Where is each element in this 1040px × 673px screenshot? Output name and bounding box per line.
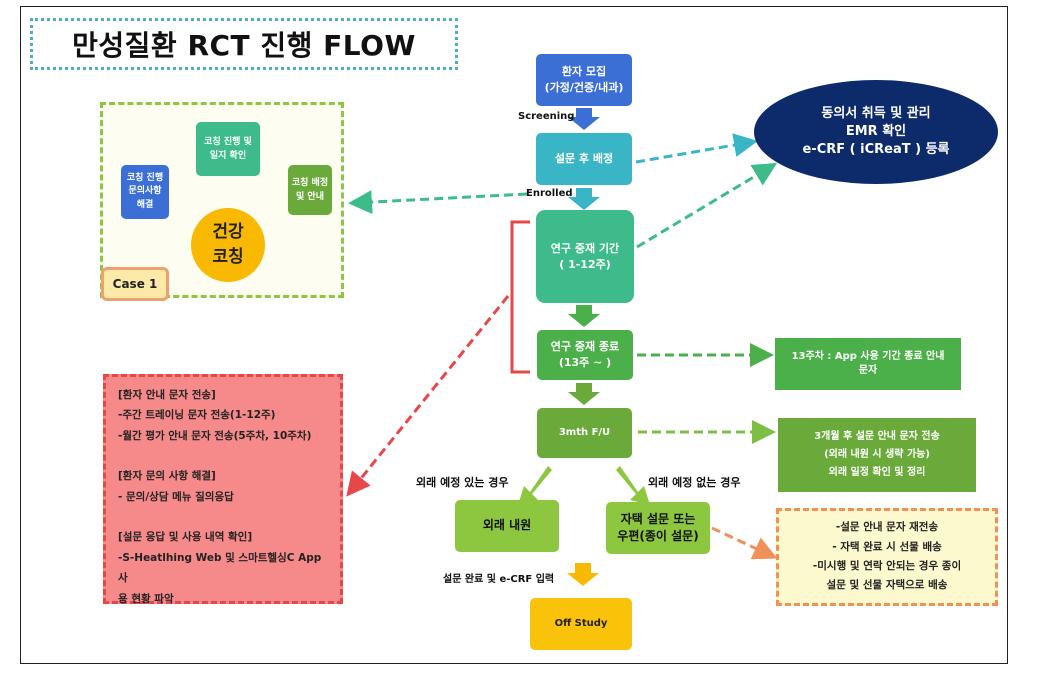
node-intervention: 연구 중재 기간 ( 1-12주)	[536, 210, 634, 303]
support-line: - 문의/상담 메뉴 질의응답	[118, 490, 234, 503]
complete-label: 설문 완료 및 e-CRF 입력	[443, 574, 555, 585]
consent-ellipse: 동의서 취득 및 관리 EMR 확인 e-CRF ( iCReaT ) 등록	[754, 80, 998, 184]
branch-no-label: 외래 예정 없는 경우	[648, 476, 741, 489]
support-line: -월간 평가 안내 문자 전송(5주차, 10주차)	[118, 429, 312, 442]
followup-notice-box: 3개월 후 설문 안내 문자 전송 (외래 내원 시 생략 가능) 외래 일정 …	[778, 418, 976, 492]
support-line	[118, 446, 328, 466]
patient-support-box: [환자 안내 문자 전송] -주간 트레이닝 문자 전송(1-12주) -월간 …	[103, 374, 343, 605]
branch-yes-label: 외래 예정 있는 경우	[416, 476, 509, 489]
home-followup-actions-box: -설문 안내 문자 재전송 - 자택 완료 시 선물 배송 -미시행 및 연락 …	[776, 508, 998, 606]
support-line: -주간 트레이닝 문자 전송(1-12주)	[118, 409, 276, 422]
action-line: - 자택 완료 시 선물 배송	[832, 540, 942, 553]
support-line: [환자 안내 문자 전송]	[118, 389, 216, 401]
support-line	[118, 507, 328, 527]
screening-label: Screening	[518, 111, 575, 122]
support-line: -S-Heatlhing Web 및 스마트헬싱C App 사	[118, 551, 322, 585]
enrolled-label: Enrolled	[526, 188, 573, 199]
coaching-task-top: 코칭 진행 및 일지 확인	[196, 122, 260, 176]
case-badge: Case 1	[101, 267, 169, 301]
diagram-title: 만성질환 RCT 진행 FLOW	[72, 29, 416, 62]
node-intervention-end: 연구 중재 종료 (13주 ~ )	[537, 330, 633, 380]
support-line: [환자 문의 사항 해결]	[118, 470, 216, 483]
node-home-survey: 자택 설문 또는 우편(종이 설문)	[606, 502, 710, 554]
support-line: 용 현황 파악	[118, 592, 174, 605]
support-line: [설문 응답 및 사용 내역 확인]	[118, 531, 253, 544]
title-box: 만성질환 RCT 진행 FLOW	[30, 18, 458, 70]
action-line: 설문 및 선물 자택으로 배송	[826, 579, 948, 592]
coaching-task-left: 코칭 진행 문의사항 해결	[121, 165, 169, 219]
node-assign: 설문 후 배정	[536, 133, 632, 185]
action-line: -설문 안내 문자 재전송	[835, 521, 939, 534]
node-outpatient: 외래 내원	[455, 500, 559, 552]
action-line: -미시행 및 연락 안되는 경우 종이	[812, 560, 962, 572]
coaching-task-right: 코칭 배정 및 안내	[288, 165, 332, 215]
node-off-study: Off Study	[530, 598, 632, 650]
node-followup: 3mth F/U	[537, 408, 632, 458]
coaching-center-circle: 건강 코칭	[191, 208, 265, 282]
node-recruit: 환자 모집 (가정/건증/내과)	[536, 54, 632, 106]
week13-notice-box: 13주차 : App 사용 기간 종료 안내 문자	[775, 338, 961, 390]
